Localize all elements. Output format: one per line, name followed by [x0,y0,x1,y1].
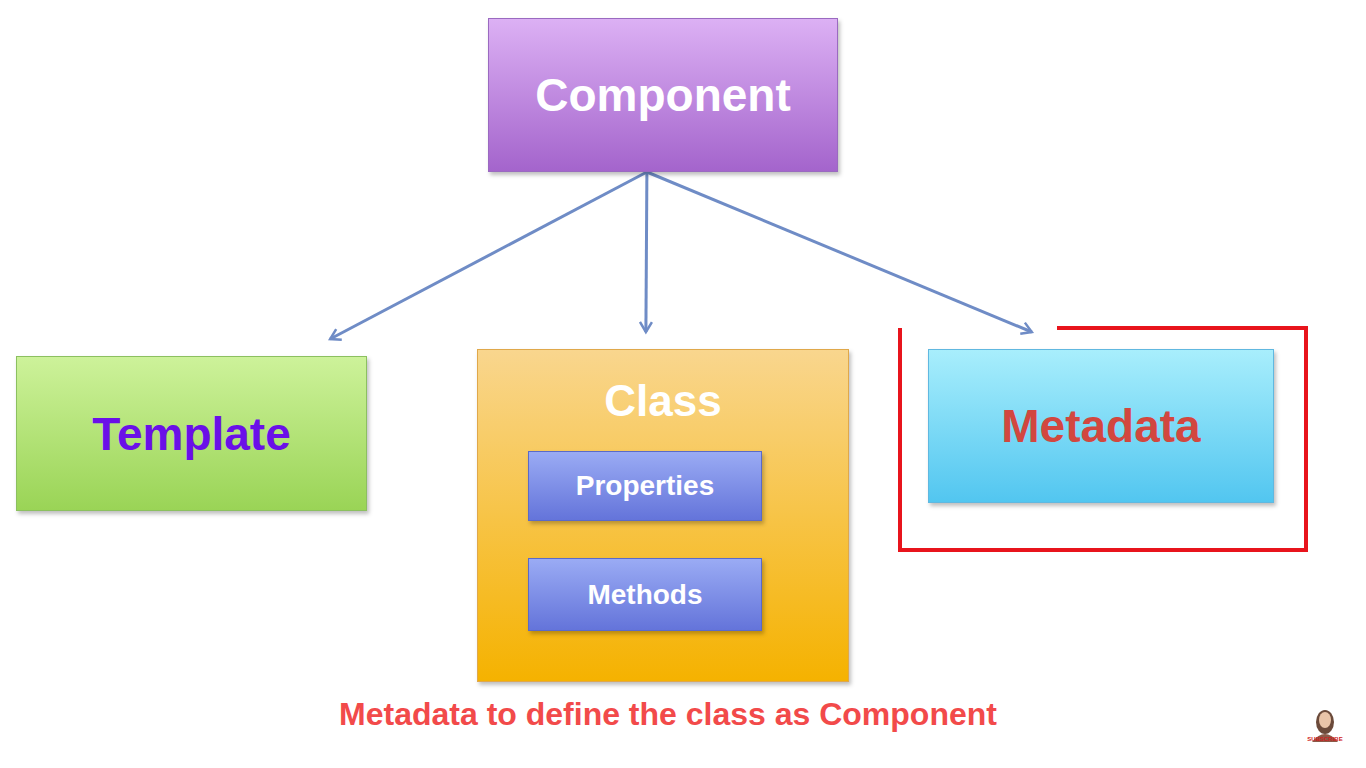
metadata-box: Metadata [928,349,1274,503]
methods-box: Methods [528,558,762,631]
highlight-bracket [900,328,1306,550]
node-label: Component [535,68,791,122]
class-box: ClassPropertiesMethods [477,349,849,682]
node-label: Methods [587,579,702,611]
arrow-connector [330,172,647,339]
template-box: Template [16,356,367,511]
node-label: Properties [576,470,715,502]
arrow-connector [646,172,647,332]
watermark-text: SUBSCRIBE [1307,736,1342,742]
node-label: Template [92,407,291,461]
node-label: Class [478,376,848,426]
properties-box: Properties [528,451,762,521]
component-box: Component [488,18,838,172]
arrow-connector [647,172,1032,332]
caption: Metadata to define the class as Componen… [339,696,997,733]
node-label: Metadata [1001,399,1200,453]
